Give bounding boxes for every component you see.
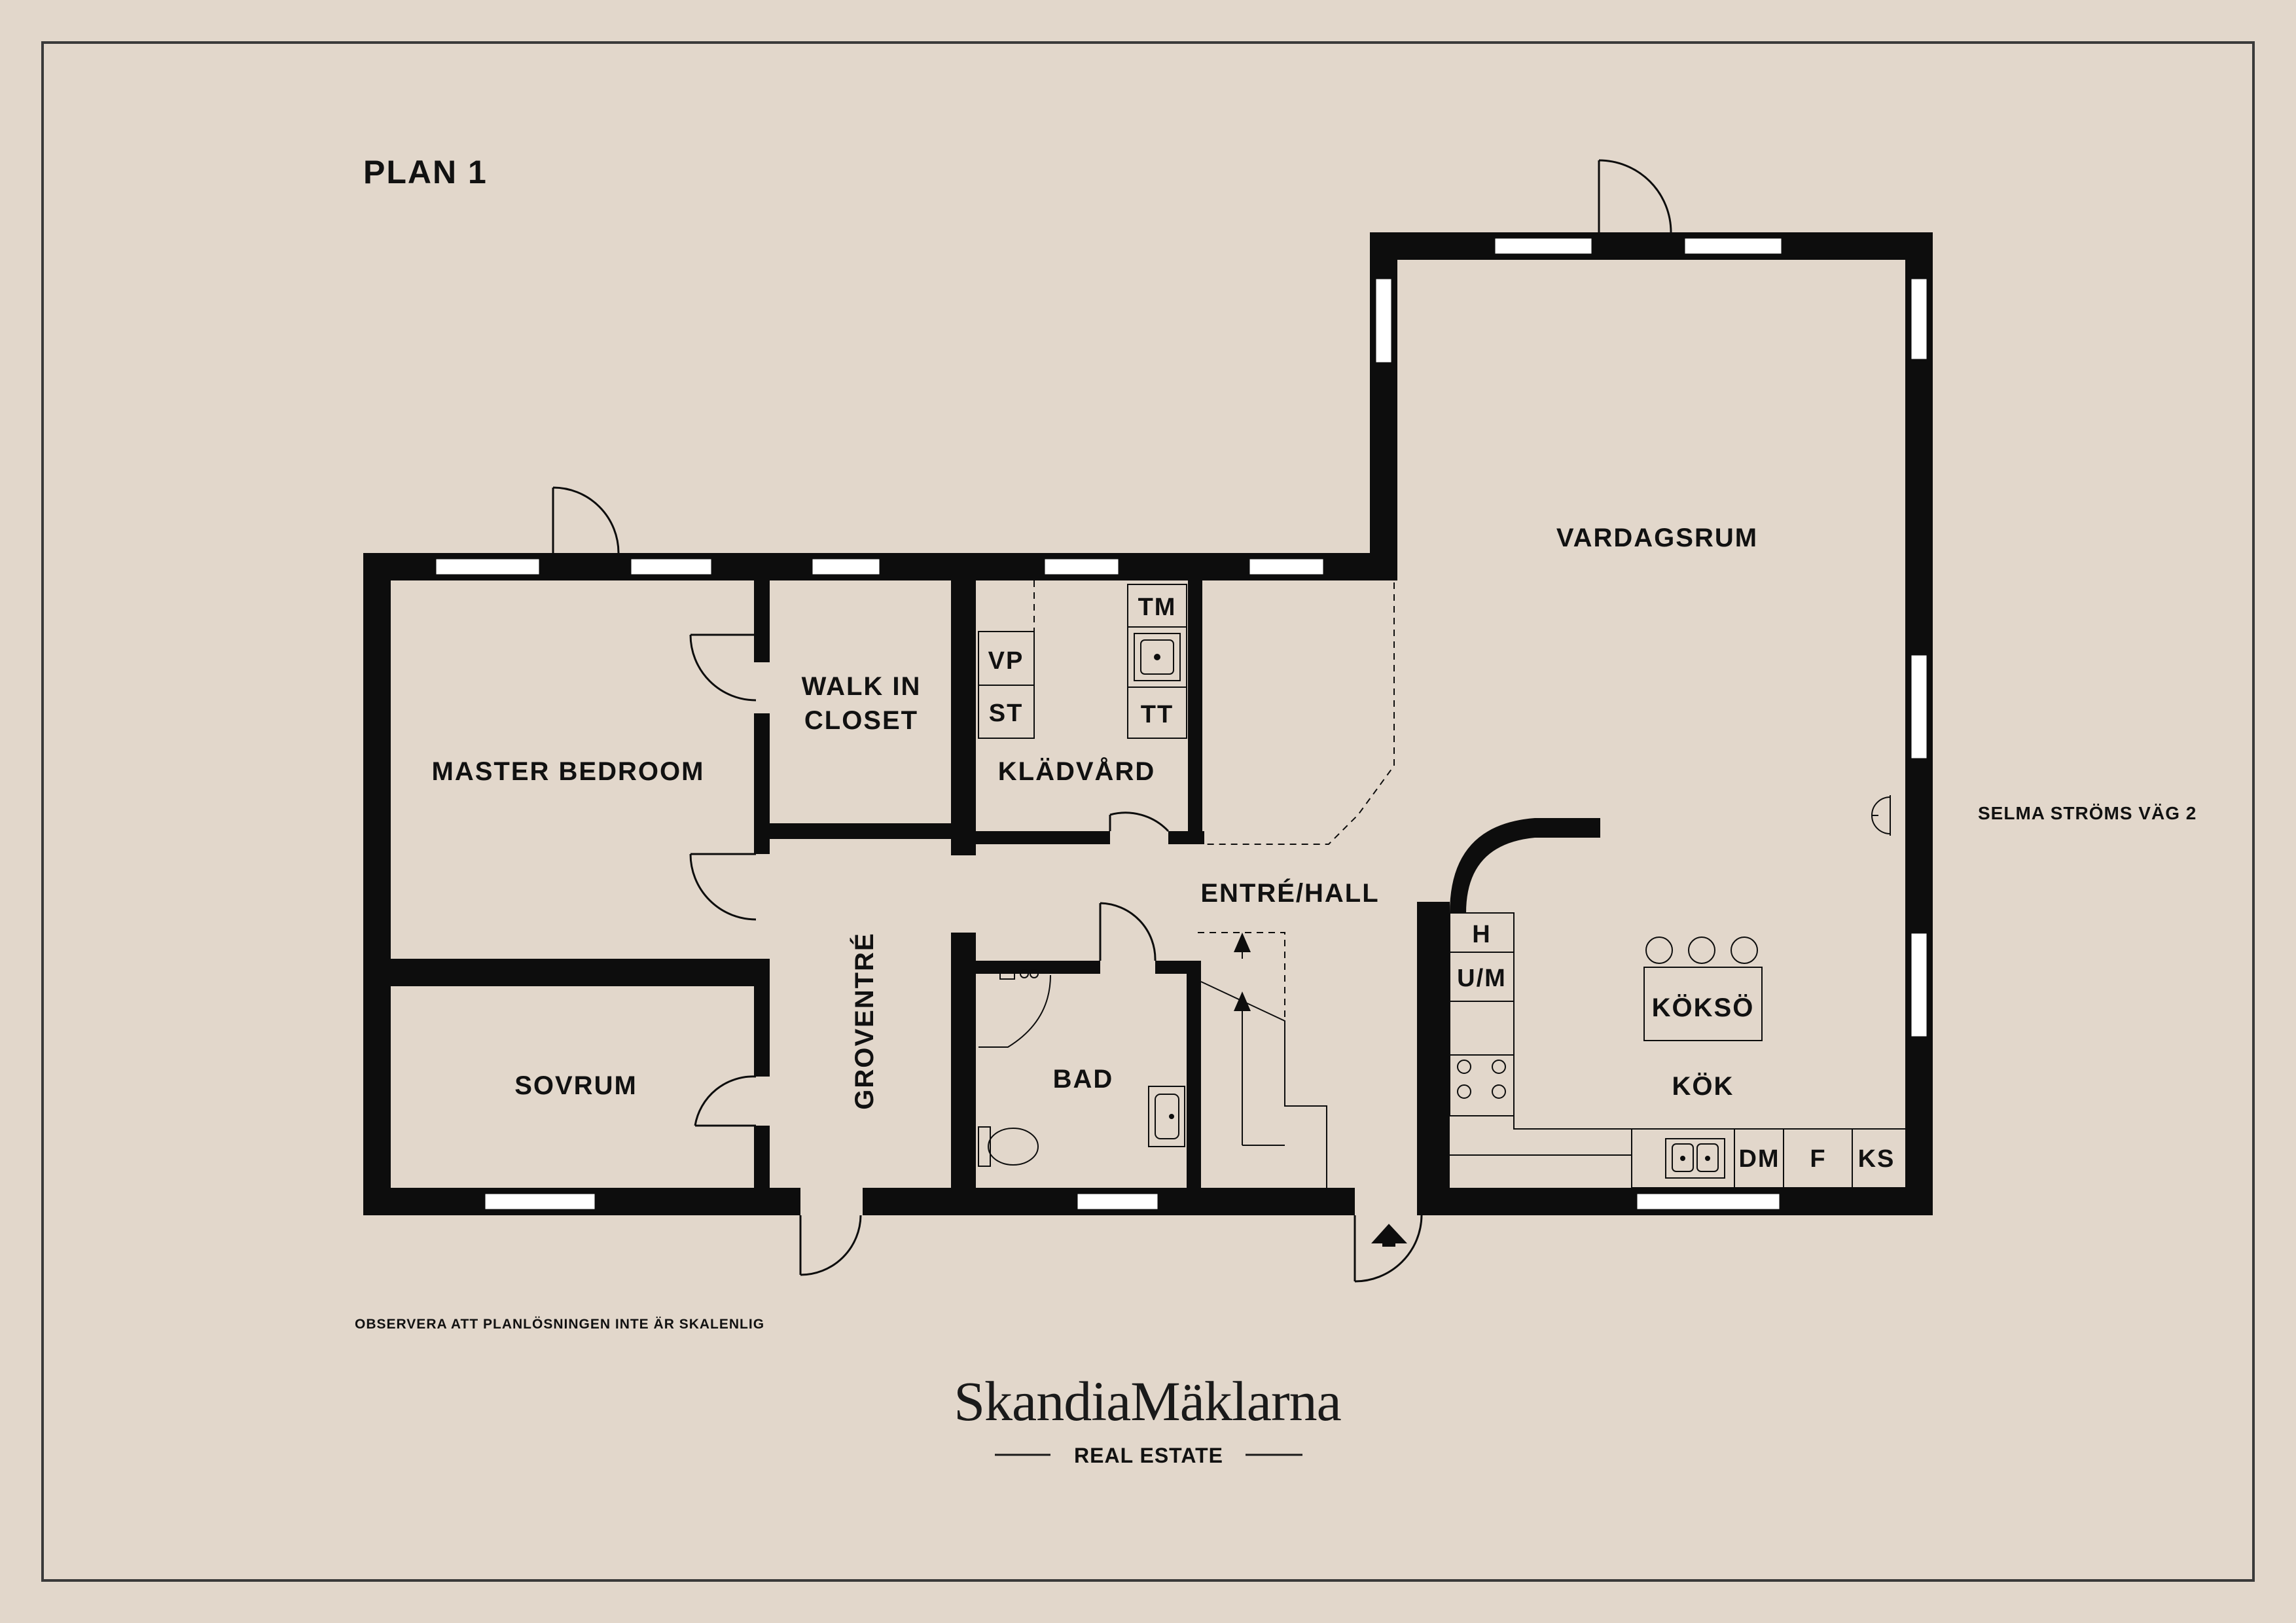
fixture-tt: TT bbox=[1141, 701, 1174, 728]
fixture-um: U/M bbox=[1457, 965, 1507, 992]
fixture-ks: KS bbox=[1858, 1145, 1895, 1173]
page-frame bbox=[41, 41, 2255, 1582]
fixture-h: H bbox=[1472, 921, 1491, 948]
room-groventre: GROVENTRÉ bbox=[850, 932, 879, 1109]
room-sovrum: SOVRUM bbox=[514, 1071, 637, 1100]
room-kladvard: KLÄDVÅRD bbox=[998, 757, 1155, 786]
room-walk-in-closet-line1: WALK IN bbox=[802, 672, 922, 701]
fixture-dm: DM bbox=[1738, 1145, 1780, 1173]
entrance-arrow bbox=[1371, 1224, 1407, 1247]
room-vardagsrum: VARDAGSRUM bbox=[1556, 524, 1758, 552]
address-label: SELMA STRÖMS VÄG 2 bbox=[1978, 803, 2197, 823]
kladvard-fixtures bbox=[978, 584, 1187, 739]
room-entre-hall: ENTRÉ/HALL bbox=[1200, 878, 1379, 908]
stair-arrow-upper bbox=[1234, 933, 1251, 952]
room-master-bedroom: MASTER BEDROOM bbox=[432, 757, 705, 786]
stair-arrow-lower bbox=[1234, 991, 1251, 1011]
fixture-tm: TM bbox=[1138, 594, 1177, 621]
brand-name: SkandiaMäklarna bbox=[954, 1370, 1341, 1433]
room-kok: KÖK bbox=[1672, 1071, 1734, 1101]
kitchen-curved-wall bbox=[1450, 818, 1600, 913]
brand-logo: SkandiaMäklarna REAL ESTATE bbox=[954, 1370, 1342, 1467]
fixture-vp: VP bbox=[988, 647, 1024, 675]
kitchen-fixtures bbox=[1449, 912, 1905, 1188]
fixture-st: ST bbox=[989, 700, 1024, 727]
bathroom-fixtures bbox=[978, 968, 1185, 1167]
fixture-f: F bbox=[1810, 1145, 1826, 1173]
dashed-outlines bbox=[1033, 580, 1395, 1021]
plan-title: PLAN 1 bbox=[363, 154, 488, 190]
disclaimer-text: OBSERVERA ATT PLANLÖSNINGEN INTE ÄR SKAL… bbox=[355, 1317, 764, 1332]
stairs bbox=[1200, 942, 1327, 1188]
room-kokso: KÖKSÖ bbox=[1652, 993, 1755, 1022]
room-walk-in-closet-line2: CLOSET bbox=[804, 706, 918, 735]
windows bbox=[434, 236, 1929, 1211]
fireplace-icon bbox=[1871, 795, 1891, 836]
room-bad: BAD bbox=[1053, 1065, 1114, 1094]
doors bbox=[552, 159, 1672, 1283]
brand-tagline: REAL ESTATE bbox=[1074, 1444, 1223, 1467]
